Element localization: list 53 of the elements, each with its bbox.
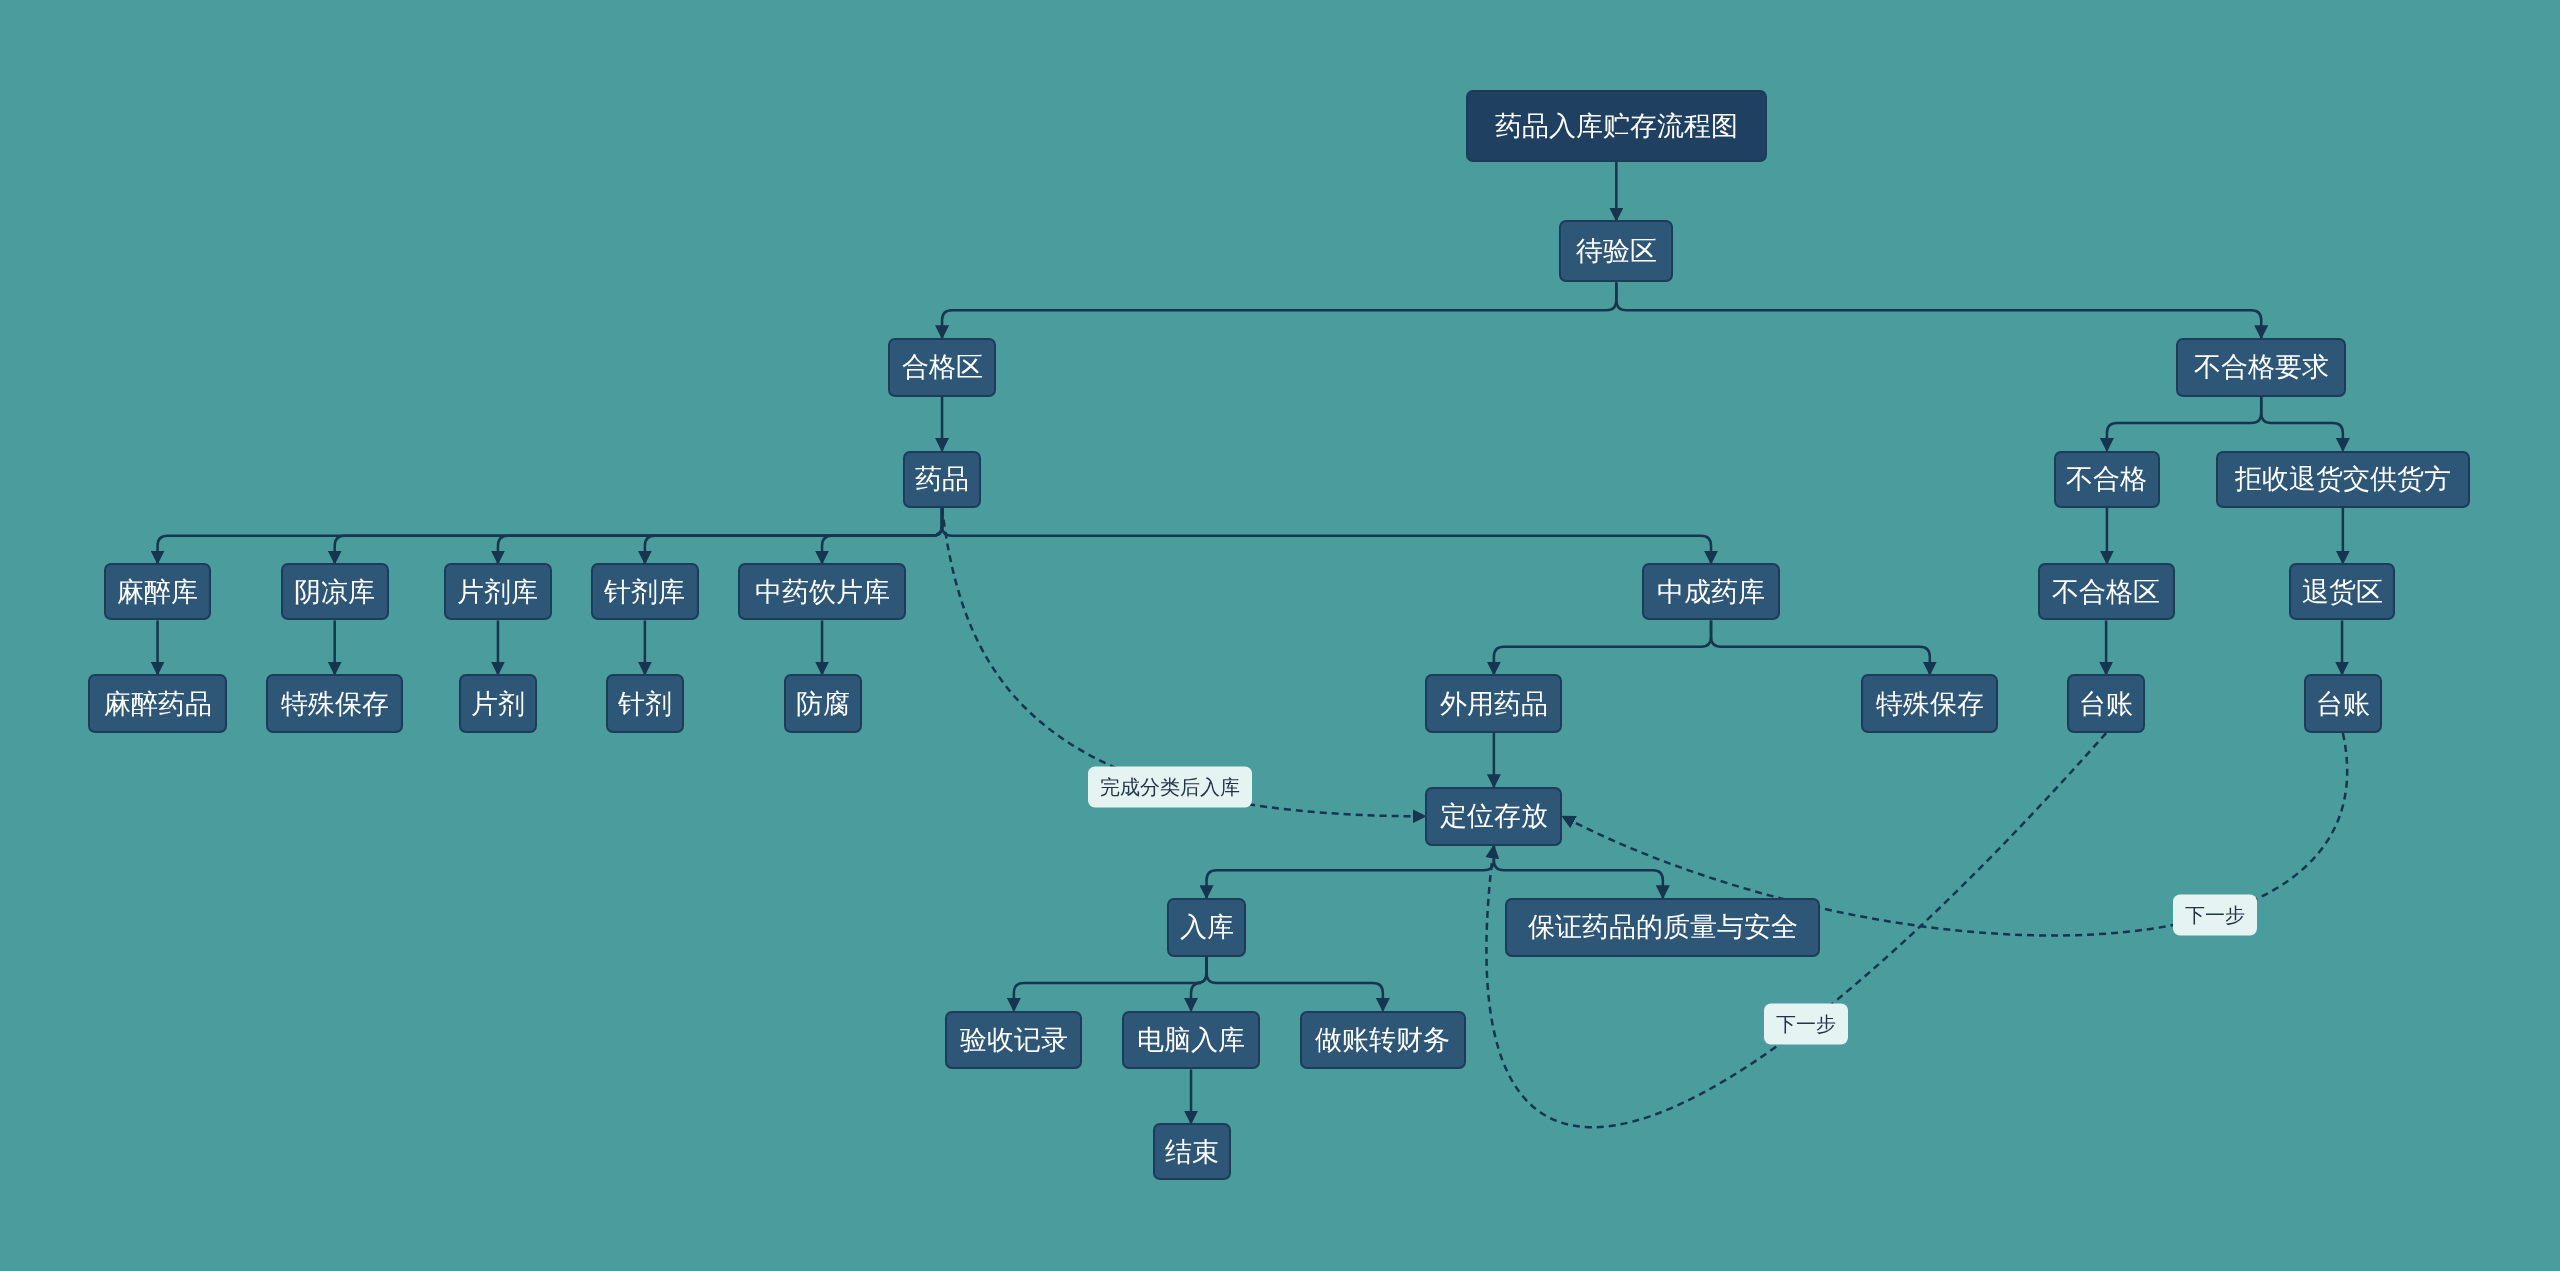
process-box: 定位存放 [1425,786,1563,846]
arrow [327,620,342,676]
process-box: 保证药品的质量与安全 [1505,897,1821,957]
process-box: 不合格 [2053,450,2160,508]
arrow [1709,620,1937,676]
edge-label: 下一步 [1764,1003,1849,1045]
arrow [2335,620,2350,676]
process-box: 合格区 [888,337,996,397]
arrow [815,620,830,676]
edge-label: 完成分类后入库 [1087,766,1252,808]
process-box: 中成药库 [1642,563,1780,621]
process-box: 电脑入库 [1121,1010,1261,1070]
process-box: 外用药品 [1425,674,1563,734]
arrow [1609,161,1624,222]
dashed-arrow [1561,733,2347,936]
arrow [2099,620,2114,676]
arrow [1486,733,1501,789]
process-box: 中药饮片库 [737,563,907,621]
process-box: 片剂库 [444,563,552,621]
arrow [935,396,950,452]
arrow [2099,507,2114,565]
process-box: 台账 [2066,674,2146,734]
arrow [1205,956,1390,1012]
process-box: 退货区 [2288,563,2396,621]
process-box: 针剂 [605,674,685,734]
edge-label: 下一步 [2173,894,2258,936]
process-box: 麻醉库 [104,563,211,621]
process-box: 麻醉药品 [88,674,227,734]
process-box: 结束 [1152,1123,1231,1181]
arrow [2335,507,2350,565]
arrow [637,620,652,676]
arrow [1184,1069,1198,1125]
process-box: 待验区 [1559,220,1674,283]
arrow [490,620,505,676]
process-box: 不合格区 [2037,563,2175,621]
process-box: 针剂库 [591,563,699,621]
process-box: 药品 [902,450,982,508]
process-box: 不合格要求 [2176,337,2347,397]
process-box: 防腐 [783,674,863,734]
process-box: 阴凉库 [280,563,389,621]
arrow [1615,282,2269,340]
process-box: 做账转财务 [1299,1010,1467,1070]
process-box: 入库 [1167,897,1246,957]
process-box: 台账 [2303,674,2383,734]
process-box: 特殊保存 [1861,674,1999,734]
arrow [150,620,165,676]
process-box: 特殊保存 [266,674,404,734]
dashed-arrow [1485,732,2108,1128]
process-box: 片剂 [458,674,538,734]
process-box: 验收记录 [945,1010,1083,1070]
process-box: 拒收退货交供货方 [2215,450,2471,508]
title-box: 药品入库贮存流程图 [1466,89,1767,162]
arrow [2259,396,2350,452]
